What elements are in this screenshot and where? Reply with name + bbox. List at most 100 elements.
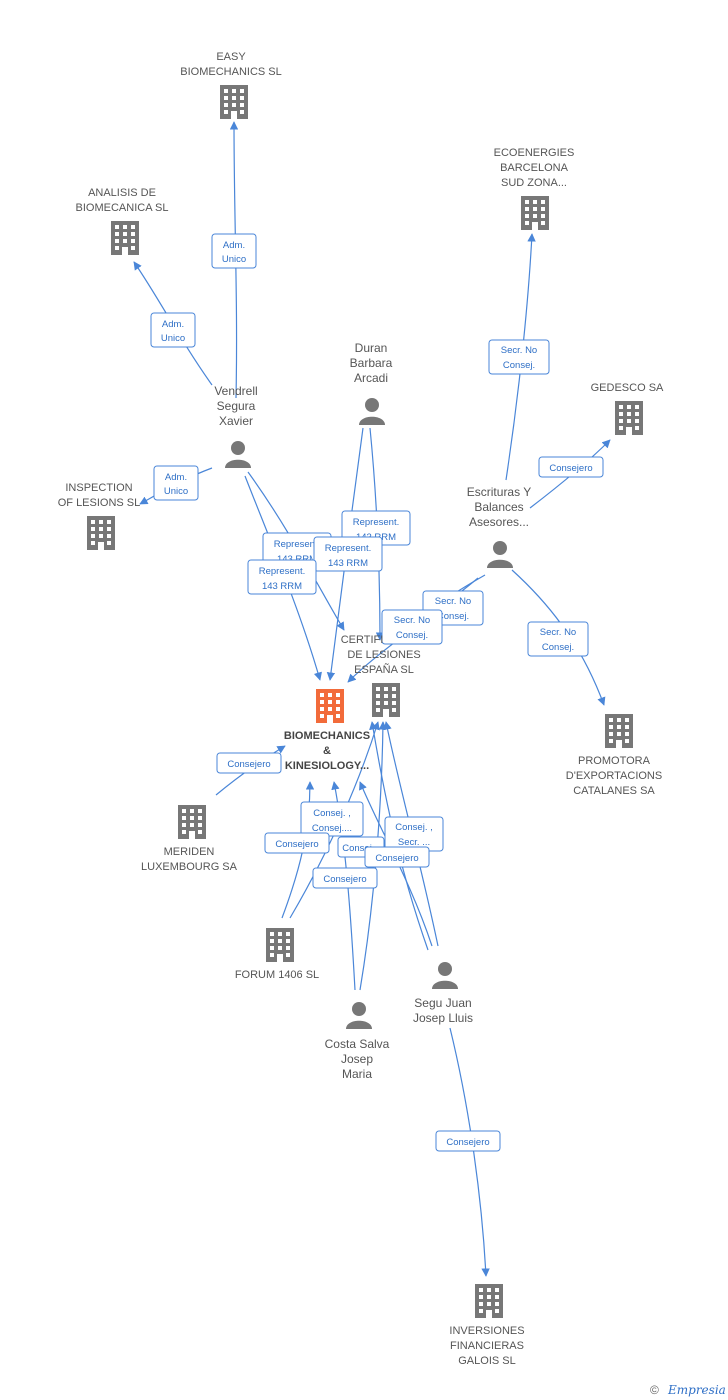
node-label-line: Josep [341, 1052, 373, 1066]
building-icon-focus [316, 689, 344, 723]
node-easy-biomechanics[interactable]: EASY BIOMECHANICS SL [180, 51, 282, 119]
node-promotora-exportacions[interactable]: PROMOTORA D'EXPORTACIONS CATALANES SA [566, 714, 662, 797]
edge-label-e15-line1: Consej... [342, 843, 380, 854]
building-icon [220, 85, 248, 119]
edge-label-e16[interactable]: Consej. , Secr. ... [384, 816, 444, 852]
node-label-line: Vendrell [214, 384, 257, 398]
edge-label-e20[interactable]: Consejero [435, 1130, 501, 1152]
edge-label-e19-line1: Consejero [323, 874, 366, 885]
edge-label-e13-line1: Consejero [227, 759, 270, 770]
node-inversiones-financieras[interactable]: INVERSIONES FINANCIERAS GALOIS SL [449, 1284, 525, 1367]
edge-label-e3[interactable]: Adm. Unico [153, 465, 199, 501]
edge-label-e1-line2: Unico [222, 254, 246, 265]
node-label-line: CATALANES SA [573, 785, 655, 797]
node-label-line: ANALISIS DE [88, 187, 156, 199]
edge-segu-inversiones [449, 1027, 490, 1277]
node-label-line: BIOMECHANICS SL [180, 66, 281, 78]
edge-label-e5[interactable]: Consejero [538, 456, 604, 478]
edge-label-e17[interactable]: Consejero [264, 832, 330, 854]
edge-label-e18[interactable]: Consejero [364, 846, 430, 868]
node-label-line: GALOIS SL [458, 1355, 515, 1367]
edge-label-e20-line1: Consejero [446, 1137, 489, 1148]
edge-label-e12-line2: Consej. [542, 642, 574, 653]
building-icon [475, 1284, 503, 1318]
building-icon [372, 683, 400, 717]
building-icon [521, 196, 549, 230]
building-icon [615, 401, 643, 435]
node-label-line: LUXEMBOURG SA [141, 861, 238, 873]
node-label-line: Asesores... [469, 515, 529, 529]
node-duran-barbara-arcadi[interactable]: Duran Barbara Arcadi [350, 341, 393, 425]
edge-label-e11[interactable]: Secr. No Consej. [381, 609, 443, 645]
node-label-line: Xavier [219, 414, 253, 428]
edge-label-e4[interactable]: Secr. No Consej. [488, 339, 550, 375]
node-biomechanics-kinesiology[interactable]: BIOMECHANICS & KINESIOLOGY... [284, 689, 370, 772]
node-label-line: INSPECTION [65, 482, 132, 494]
node-certificacion-de-lesiones[interactable]: CERTIFI DE LESIONES ESPAÑA SL [341, 634, 421, 717]
edge-label-e16-line2: Secr. ... [398, 837, 430, 848]
footer-brand[interactable]: © Empresia [650, 1383, 726, 1397]
copyright-symbol: © [650, 1383, 659, 1397]
edge-label-e4-line2: Consej. [503, 360, 535, 371]
node-forum-1406[interactable]: FORUM 1406 SL [235, 928, 319, 981]
edge-label-e12-line1: Secr. No [540, 627, 576, 638]
node-gedesco[interactable]: GEDESCO SA [591, 382, 664, 435]
node-inspection-of-lesions[interactable]: INSPECTION OF LESIONS SL [58, 482, 141, 550]
node-label-line: EASY [216, 51, 246, 63]
node-layer: EASY BIOMECHANICS SL ANALISIS DE BIOMECA… [58, 51, 664, 1367]
node-label-line: BARCELONA [500, 162, 569, 174]
node-label-line: PROMOTORA [578, 755, 651, 767]
edge-label-e10-line2: Consej. [437, 611, 469, 622]
edge-label-e12[interactable]: Secr. No Consej. [527, 621, 589, 657]
edge-label-e19[interactable]: Consejero [312, 867, 378, 889]
node-label-line: Duran [355, 341, 388, 355]
node-ecoenergies[interactable]: ECOENERGIES BARCELONA SUD ZONA... [494, 147, 575, 230]
node-label-line: BIOMECANICA SL [76, 202, 169, 214]
edge-label-e3-line2: Unico [164, 486, 188, 497]
person-icon [487, 541, 513, 568]
edge-label-e11-line2: Consej. [396, 630, 428, 641]
node-label-line: FINANCIERAS [450, 1340, 524, 1352]
node-label-line: MERIDEN [164, 846, 215, 858]
node-vendrell-segura-xavier[interactable]: Vendrell Segura Xavier [214, 384, 258, 468]
edge-label-e6-line1: Represent. [353, 517, 399, 528]
edge-label-e13[interactable]: Consejero [216, 752, 282, 774]
node-label-line: Escrituras Y [467, 485, 531, 499]
node-segu-juan-josep-lluis[interactable]: Segu Juan Josep Lluis [413, 962, 473, 1025]
edge-label-e16-line1: Consej. , [395, 822, 433, 833]
node-label-line: INVERSIONES [449, 1325, 524, 1337]
edge-label-e14[interactable]: Consej. , Consej.... [300, 801, 364, 837]
edge-label-e11-line1: Secr. No [394, 615, 430, 626]
node-label-line: BIOMECHANICS [284, 730, 370, 742]
person-icon [432, 962, 458, 989]
edge-label-e8-line1: Represent. [325, 543, 371, 554]
edge-label-e3-line1: Adm. [165, 472, 187, 483]
edge-label-layer: Adm. Unico Adm. Unico Adm. Unico Secr. N… [150, 233, 604, 1152]
node-label-line: ECOENERGIES [494, 147, 575, 159]
edge-label-e2-line1: Adm. [162, 319, 184, 330]
node-meriden-luxembourg[interactable]: MERIDEN LUXEMBOURG SA [141, 805, 238, 873]
building-icon [87, 516, 115, 550]
node-escrituras-y-balances[interactable]: Escrituras Y Balances Asesores... [467, 485, 531, 568]
edge-label-e18-line1: Consejero [375, 853, 418, 864]
node-label-line: ESPAÑA SL [354, 663, 414, 676]
node-label-line: OF LESIONS SL [58, 497, 141, 509]
edge-label-e14-line1: Consej. , [313, 808, 351, 819]
building-icon [178, 805, 206, 839]
edge-label-e10-line1: Secr. No [435, 596, 471, 607]
edge-label-e9[interactable]: Represent. 143 RRM [247, 559, 317, 595]
edge-label-e1[interactable]: Adm. Unico [211, 233, 257, 269]
node-label-line: FORUM 1406 SL [235, 969, 319, 981]
person-icon [225, 441, 251, 468]
node-label-line: GEDESCO SA [591, 382, 664, 394]
building-icon [605, 714, 633, 748]
node-label-line: Maria [342, 1067, 372, 1081]
node-analisis-biomecanica[interactable]: ANALISIS DE BIOMECANICA SL [76, 187, 169, 255]
edge-label-e4-line1: Secr. No [501, 345, 537, 356]
node-label-line: Segu Juan [414, 996, 471, 1010]
edge-label-e8[interactable]: Represent. 143 RRM [313, 536, 383, 572]
person-icon [359, 398, 385, 425]
edge-label-e1-line1: Adm. [223, 240, 245, 251]
edge-label-e2[interactable]: Adm. Unico [150, 312, 196, 348]
node-costa-salva-josep-maria[interactable]: Costa Salva Josep Maria [325, 1002, 390, 1081]
